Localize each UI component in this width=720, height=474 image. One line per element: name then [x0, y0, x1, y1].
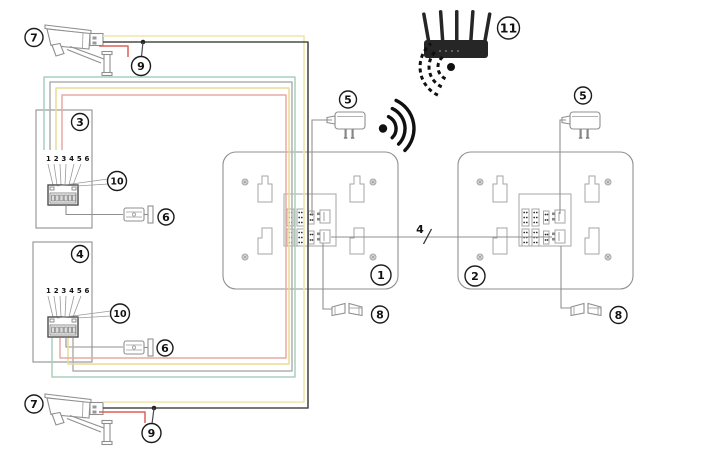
svg-text:5: 5: [579, 90, 587, 103]
door-strike-2-icon: [570, 302, 602, 317]
indoor-monitor-1: [223, 152, 398, 289]
callout-door-station-1: 3: [70, 112, 90, 132]
camera-video-wire-yellow: [103, 35, 305, 403]
lock-release-icon: [123, 205, 154, 224]
terminal-numbers-label: 1 2 3 4 5 6: [46, 155, 90, 163]
callout-monitor-2: 2: [464, 265, 486, 287]
svg-text:4: 4: [76, 248, 84, 261]
monitor-interconnect: 4: [331, 223, 552, 245]
callout-strike-1: 8: [370, 305, 390, 324]
camera-bottom-red-wire: [99, 411, 146, 423]
bus-wire-yellow: [55, 87, 290, 365]
adapter-2-wire: [559, 119, 566, 214]
callout-camera-bottom: 7: [24, 394, 44, 414]
svg-text:2: 2: [471, 270, 479, 283]
callout-terminal-2: 10: [109, 303, 131, 324]
svg-text:6: 6: [162, 211, 170, 224]
svg-text:8: 8: [376, 309, 384, 322]
bus-wire-pink: [59, 94, 287, 359]
core-count-tick: [422, 228, 433, 245]
power-adapter-2-icon: [561, 111, 601, 140]
strike-1-wire: [322, 243, 332, 310]
monitor-rear-panel-icon: [223, 152, 398, 289]
svg-text:9: 9: [148, 427, 156, 440]
bus-wire-green: [43, 76, 296, 378]
callout-camera-top: 7: [24, 27, 44, 48]
camera-bottom-icon: [44, 393, 113, 446]
door-strike-1-icon: [331, 302, 363, 317]
adapter-1-wire: [311, 119, 332, 216]
power-and-lock-wires: [311, 119, 571, 310]
bus-wire-gray: [49, 81, 293, 372]
bus-wires: [43, 76, 296, 378]
strike-2-wire: [560, 246, 571, 309]
lock-release-icon: [123, 338, 154, 357]
core-count-label: 4: [416, 223, 424, 236]
svg-text:6: 6: [161, 342, 169, 355]
indoor-monitor-2: [458, 152, 633, 289]
callout-adapter-2: 5: [573, 86, 593, 105]
callout-adapter-1: 5: [338, 90, 358, 109]
terminal-block-icon: [47, 316, 79, 338]
svg-text:1: 1: [377, 269, 385, 282]
svg-text:10: 10: [110, 177, 124, 188]
terminal-block-icon: [47, 184, 79, 206]
callout-junction-top: 9: [130, 55, 152, 77]
terminal-numbers-label: 1 2 3 4 5 6: [46, 287, 90, 295]
door-station-2: 1 2 3 4 5 6: [32, 241, 154, 363]
svg-text:8: 8: [615, 309, 623, 322]
wifi-signal-router-icon: [418, 42, 455, 97]
power-adapter-1-icon: [326, 111, 366, 140]
callout-router: 11: [496, 16, 521, 40]
callout-junction-bottom: 9: [141, 422, 162, 444]
callout-door-station-2: 4: [70, 244, 90, 264]
svg-text:5: 5: [344, 94, 352, 107]
camera-wires: [99, 35, 309, 425]
callout-strike-2: 8: [609, 305, 628, 325]
camera-top-red-wire: [99, 45, 129, 57]
door-station-1: 1 2 3 4 5 6: [35, 109, 154, 229]
svg-text:10: 10: [113, 309, 127, 320]
svg-text:9: 9: [137, 60, 145, 73]
wifi-router-icon: [422, 10, 492, 58]
camera-top-icon: [44, 24, 113, 77]
callout-lock-release-1: 6: [157, 208, 175, 226]
svg-text:3: 3: [76, 116, 84, 129]
callout-lock-release-2: 6: [156, 339, 174, 357]
callout-terminal-1: 10: [106, 170, 128, 192]
camera-video-wire-black: [103, 41, 309, 409]
callout-monitor-1: 1: [370, 264, 392, 286]
svg-text:11: 11: [500, 21, 517, 36]
wifi-signal-monitor-icon: [378, 98, 416, 153]
svg-text:7: 7: [30, 32, 38, 45]
monitor-rear-panel-icon: [458, 152, 633, 289]
svg-text:7: 7: [30, 398, 38, 411]
